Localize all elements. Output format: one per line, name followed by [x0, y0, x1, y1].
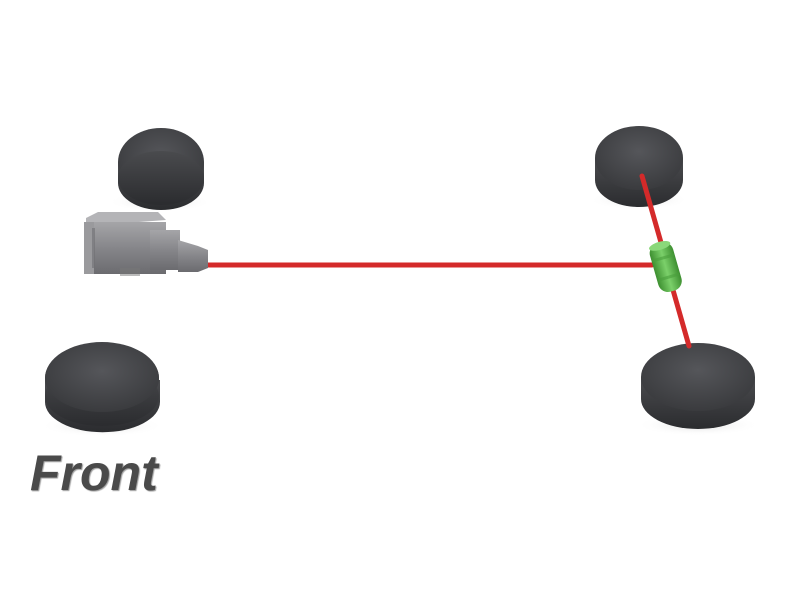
wheel-front-left [108, 128, 212, 212]
wheel-front-right [40, 342, 164, 437]
rear-axle [639, 173, 692, 349]
wheel-rear-right [636, 343, 760, 436]
differential-icon [649, 240, 682, 293]
engine-icon [84, 212, 208, 276]
wheel-rear-left [589, 126, 689, 210]
front-label: Front [30, 445, 158, 501]
